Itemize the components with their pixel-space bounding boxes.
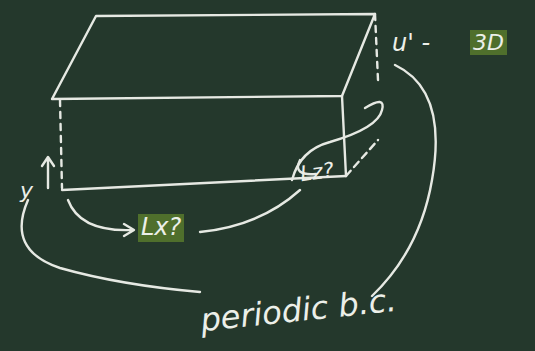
front-left-edge <box>60 100 62 188</box>
dimension-label: 3D <box>470 30 507 55</box>
axis-label: y <box>20 178 33 203</box>
top-face <box>52 14 375 99</box>
lx-arrow <box>68 200 134 236</box>
length-label: Lz? <box>298 158 335 187</box>
boundary-note: periodic b.c. <box>199 282 399 339</box>
back-right-edge <box>375 14 378 80</box>
y-axis-arrow <box>42 157 54 188</box>
length-label: Lx? <box>138 214 184 242</box>
bottom-right-edge <box>346 140 378 176</box>
lx-return-curve <box>200 190 300 232</box>
variable-label: u' - <box>392 30 430 58</box>
periodic-curve-left <box>22 200 200 292</box>
periodic-curve-right <box>372 65 436 296</box>
